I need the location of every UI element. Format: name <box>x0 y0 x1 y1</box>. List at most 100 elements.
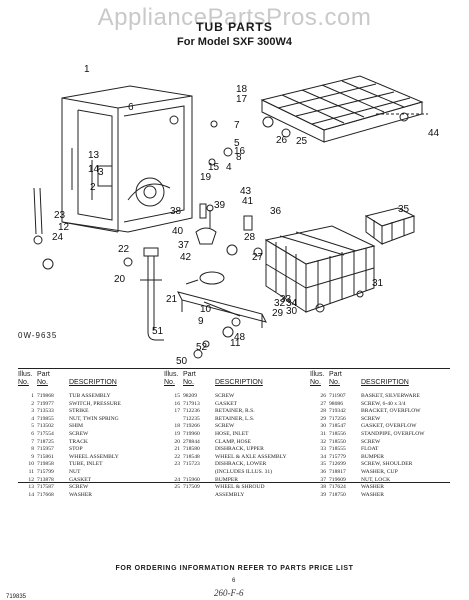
part-desc: TUB ASSEMBLY <box>69 393 111 399</box>
callout-32: 32 <box>274 298 286 309</box>
part-desc: WASHER <box>361 491 384 498</box>
callout-17: 17 <box>236 94 248 105</box>
callout-10: 10 <box>200 304 212 315</box>
illus-no: 13 <box>28 484 34 491</box>
part-no: 712699 <box>329 461 346 468</box>
part-desc: (INCLUDES ILLUS. 31) <box>215 468 273 475</box>
illus-no: 39 <box>320 491 326 498</box>
callout-21: 21 <box>166 294 178 305</box>
callout-9: 9 <box>198 316 204 327</box>
illus-no: 27 <box>320 400 326 407</box>
callout-16: 16 <box>234 146 246 157</box>
header-illus: Illus. <box>310 371 325 378</box>
illus-no: 16 <box>174 400 180 407</box>
part-desc: DISHRACK, UPPER <box>215 446 264 453</box>
illus-no: 11 <box>28 468 34 475</box>
illus-no: 28 <box>320 408 326 415</box>
part-desc: SCREW <box>69 484 89 491</box>
callout-1: 1 <box>84 64 90 75</box>
left-side-parts <box>33 165 113 245</box>
callout-43: 43 <box>240 186 252 197</box>
callout-11: 11 <box>230 338 241 349</box>
part-no: 715957 <box>37 446 54 453</box>
part-no: 719868 <box>37 393 54 399</box>
header-part: Part <box>183 371 196 378</box>
part-no <box>183 492 215 500</box>
watermark: AppliancePartsPros.com <box>97 4 372 31</box>
part-no: 98209 <box>183 393 197 399</box>
column-1-header: Illus.Part No.No.DESCRIPTION <box>18 371 168 387</box>
part-desc: BUMPER <box>215 476 239 483</box>
part-no: 719609 <box>329 476 346 483</box>
part-desc: RETAINER, L.S. <box>215 415 255 422</box>
callout-27: 27 <box>252 252 264 263</box>
part-desc: SCREW, SHOULDER <box>361 461 413 468</box>
illus-no: 8 <box>31 446 34 453</box>
page-title: TUB PARTS <box>196 20 273 34</box>
header-no: No. <box>18 379 29 386</box>
header-no: No. <box>164 379 175 386</box>
illus-no: 26 <box>320 393 326 399</box>
illus-no: 35 <box>320 461 326 468</box>
callout-44: 44 <box>428 128 440 139</box>
illus-no: 18 <box>174 423 180 430</box>
part-desc: SCREW <box>215 393 235 399</box>
illus-no: 3 <box>31 408 34 415</box>
part-no: 717913 <box>183 400 200 407</box>
handwritten-note: 260-F-6 <box>214 588 244 598</box>
callout-14: 14 <box>88 164 100 175</box>
part-desc: STANDPIPE, OVERFLOW <box>361 430 425 437</box>
page-number: 6 <box>232 578 236 584</box>
part-no: 715723 <box>183 461 200 468</box>
callout-23: 23 <box>54 210 66 221</box>
illus-no: 29 <box>320 415 326 422</box>
part-no: 718548 <box>183 453 200 460</box>
track-rail <box>177 291 267 328</box>
table-top-rule <box>18 368 450 369</box>
table-row: ASSEMBLY <box>164 492 314 500</box>
callout-5: 5 <box>234 138 240 149</box>
part-desc: HOSE, INLET <box>215 430 249 437</box>
illus-no: 23 <box>174 461 180 468</box>
part-desc: NUT, TWIN SPRING <box>69 415 119 422</box>
illus-no: 33 <box>320 446 326 453</box>
part-no: 715799 <box>37 468 54 475</box>
callout-25: 25 <box>296 136 308 147</box>
part-desc: GASKET <box>215 400 238 407</box>
tub-assembly <box>61 85 193 233</box>
part-no: 715779 <box>329 453 346 460</box>
part-no: 718555 <box>329 446 346 453</box>
part-desc: NUT, LOCK <box>361 476 391 483</box>
ordering-note: FOR ORDERING INFORMATION REFER TO PARTS … <box>115 565 354 572</box>
part-desc: WASHER <box>69 491 92 498</box>
model-subtitle: For Model SXF 300W4 <box>177 36 292 48</box>
fasteners <box>42 115 364 359</box>
part-desc: DISHRACK, LOWER <box>215 461 267 468</box>
illus-no: 1 <box>31 393 34 399</box>
part-no: 711907 <box>329 393 346 399</box>
table-bottom-rule <box>18 482 450 483</box>
